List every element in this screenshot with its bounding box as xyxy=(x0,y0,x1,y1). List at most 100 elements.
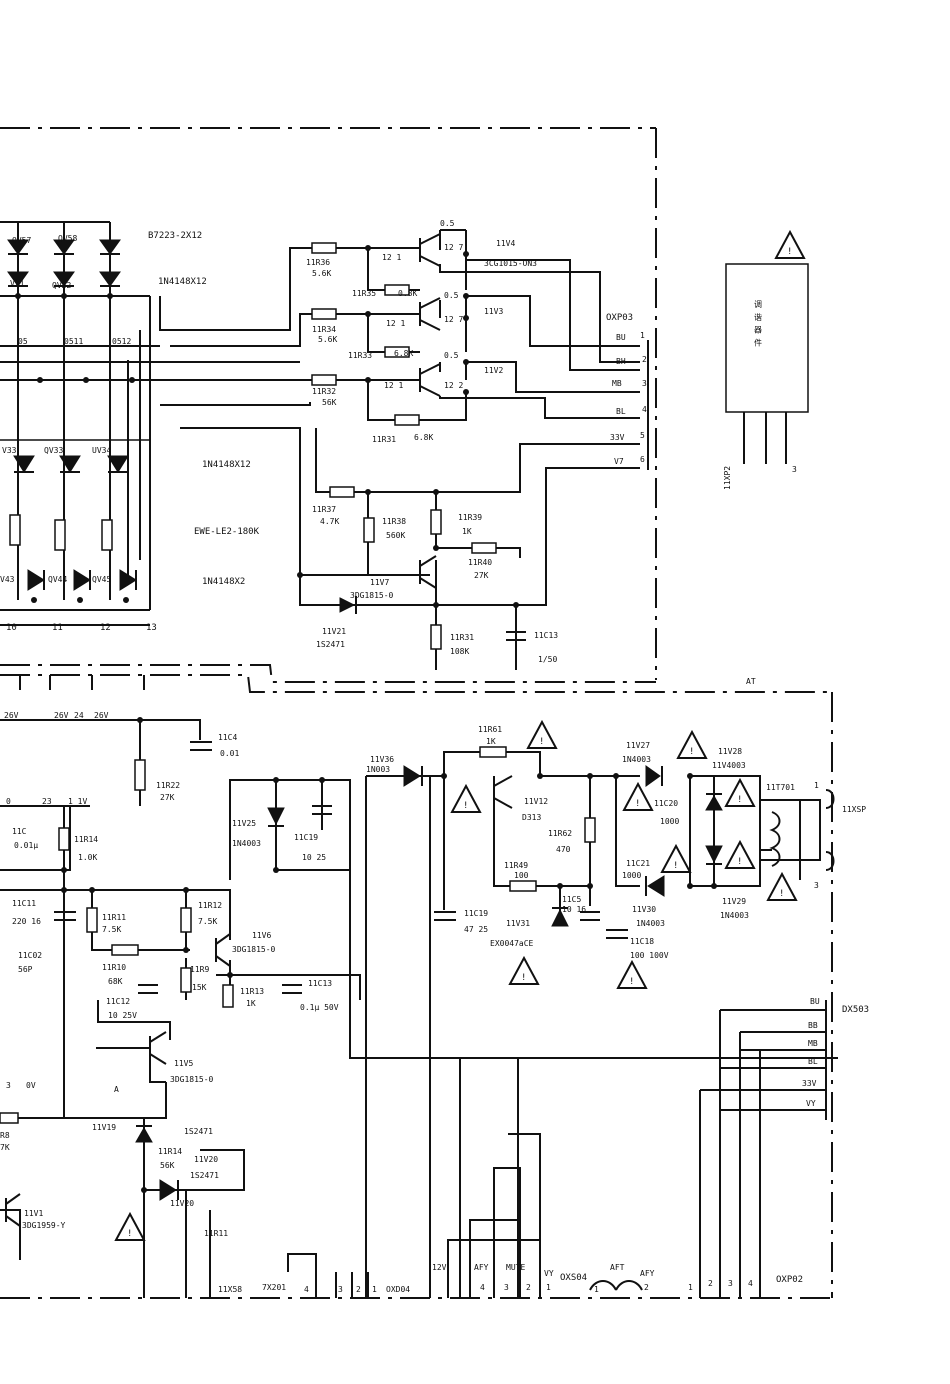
resistor-11r38 xyxy=(363,517,375,543)
label-11v31: 11V31 xyxy=(506,919,530,928)
note-b7223: B7223-2X12 xyxy=(148,231,202,241)
value-11r39: 1K xyxy=(462,527,472,536)
resistor-11r36 xyxy=(311,242,337,254)
pin-12: 12 xyxy=(100,623,111,633)
transformer-11t701 xyxy=(769,800,801,880)
svg-text:!: ! xyxy=(521,973,526,983)
svg-text:2: 2 xyxy=(642,355,647,364)
capacitor-11c19 xyxy=(312,805,332,815)
type-11v21: 1S2471 xyxy=(316,640,345,649)
oxs04-aft: AFT xyxy=(610,1263,625,1272)
resistor-a xyxy=(9,514,21,546)
label-11r31b: 11R31 xyxy=(450,633,474,642)
dx503-pin-mb: MB xyxy=(808,1039,818,1048)
diode-v43 xyxy=(27,569,45,591)
oxs04-label-vy: VY xyxy=(544,1269,554,1278)
resistor-r8 xyxy=(0,1112,19,1124)
svg-text:33V: 33V xyxy=(610,433,625,442)
diode-11v25 xyxy=(267,807,285,827)
label-11v29: 11V29 xyxy=(722,897,746,906)
resistor-11r49 xyxy=(509,880,537,892)
label-v21: V21 xyxy=(10,279,25,288)
svg-text:MB: MB xyxy=(612,379,622,388)
label-qv44: QV44 xyxy=(48,575,67,584)
label-11c21: 11C21 xyxy=(626,859,650,868)
oxs04-label-mute: MUTE xyxy=(506,1263,525,1272)
value-11c19: 10 25 xyxy=(302,853,326,862)
label-11c12: 11C12 xyxy=(106,997,130,1006)
oxp03-pin-mb: MB 3 xyxy=(612,379,647,388)
led-qv57 xyxy=(7,239,29,255)
value-11r22: 27K xyxy=(160,793,175,802)
diode-11v20 xyxy=(159,1179,179,1201)
resistor-11r34 xyxy=(311,308,337,320)
label-11r49: 11R49 xyxy=(504,861,528,870)
type-11v36: 1N003 xyxy=(366,765,390,774)
label-23: 23 xyxy=(42,797,52,806)
type-11v7: 3DG1815-0 xyxy=(350,591,394,600)
part-notes: B7223-2X12 1N4148X12 1N4148X12 EWE-LE2-1… xyxy=(148,231,260,587)
label-v33: V33 xyxy=(2,446,17,455)
value-11c21: 1000 xyxy=(622,871,641,880)
label-at: AT xyxy=(746,677,756,686)
tuner-block: ! 调 谐 器 件 11XP2 3 xyxy=(723,229,809,490)
svg-text:!: ! xyxy=(689,747,694,757)
label-11c11: 11C11 xyxy=(12,899,36,908)
type-11v25: 1N4003 xyxy=(232,839,261,848)
label-v43: V43 xyxy=(0,575,15,584)
label-11v27: 11V27 xyxy=(626,741,650,750)
led-3 xyxy=(99,239,121,255)
label-11r36: 11R36 xyxy=(306,258,330,267)
resistor-11r35 xyxy=(384,284,410,296)
label-11r61: 11R61 xyxy=(478,725,502,734)
oxp03-title: OXP03 xyxy=(606,313,633,323)
label-11r14b: 11R14 xyxy=(158,1147,182,1156)
label-26v-b: 26V xyxy=(54,711,69,720)
capacitor-11c12 xyxy=(138,984,158,994)
svg-text:BU: BU xyxy=(616,333,626,342)
warning-icon: ! xyxy=(774,229,806,259)
label-11v19: 11V19 xyxy=(92,1123,116,1132)
label-05: 05 xyxy=(18,337,28,346)
node-v3-121: 12 1 xyxy=(386,319,405,328)
note-ewe: EWE-LE2-180K xyxy=(194,527,260,537)
label-11c18: 11C18 xyxy=(630,937,654,946)
label-11c13b: 11C13 xyxy=(308,979,332,988)
value-11r14b: 56K xyxy=(160,1161,175,1170)
label-11r33: 11R33 xyxy=(348,351,372,360)
label-11r38: 11R38 xyxy=(382,517,406,526)
warning-icon: ! xyxy=(450,783,482,813)
value-11r36: 5.6K xyxy=(312,269,331,278)
label-11c02: 11C02 xyxy=(18,951,42,960)
label-11x58: 11X58 xyxy=(218,1285,242,1294)
type-11v12: D313 xyxy=(522,813,541,822)
oxd04-pin-3: 3 xyxy=(338,1285,343,1294)
label-11r62: 11R62 xyxy=(548,829,572,838)
note-1n4148x2: 1N4148X2 xyxy=(202,577,245,587)
label-11v5: 11V5 xyxy=(174,1059,193,1068)
led-qv58 xyxy=(53,239,75,255)
label-qv45: QV45 xyxy=(92,575,111,584)
led-switch-matrix: QV57 QV58 V21 QV22 05 0511 0512 V33 QV33… xyxy=(0,221,310,633)
svg-text:3: 3 xyxy=(642,379,647,388)
svg-text:!: ! xyxy=(463,801,468,811)
band-drivers: 11R36 5.6K 11R35 0.8K 12 1 0.5 12 7 11V4… xyxy=(150,219,640,575)
resistor-11r61 xyxy=(479,746,507,758)
transistor-11v1 xyxy=(5,1193,21,1227)
warning-icon: ! xyxy=(724,839,756,869)
resistor-11r39 xyxy=(430,509,442,535)
label-11r10: 11R10 xyxy=(102,963,126,972)
label-11c19b: 11C19 xyxy=(464,909,488,918)
svg-text:4: 4 xyxy=(642,405,647,414)
label-11r39: 11R39 xyxy=(458,513,482,522)
resistor-11r31b xyxy=(430,624,442,650)
diode-11v36 xyxy=(403,765,423,787)
capacitor-11c5 xyxy=(580,911,600,921)
label-11v25: 11V25 xyxy=(232,819,256,828)
value-11c02: 56P xyxy=(18,965,33,974)
resistor-11r14 xyxy=(58,827,70,851)
dx503-pin-bb: BB xyxy=(808,1021,818,1030)
svg-text:5: 5 xyxy=(640,431,645,440)
value-11r31b: 108K xyxy=(450,647,469,656)
value-11c: 0.01µ xyxy=(14,841,38,850)
